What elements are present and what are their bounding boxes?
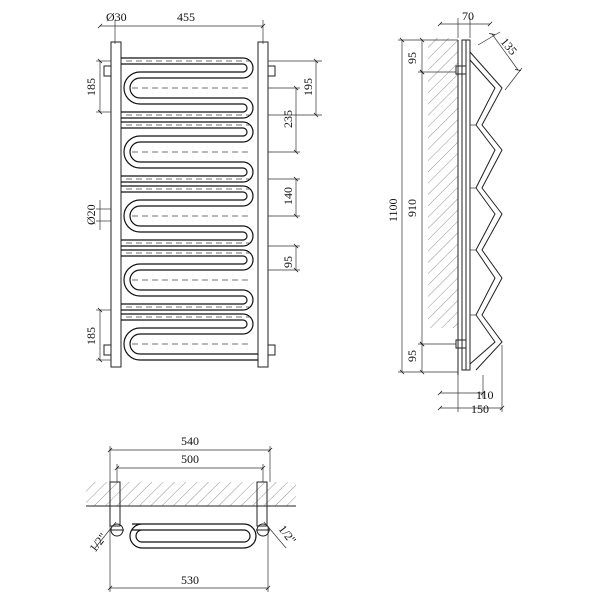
serpentine-tube	[121, 57, 258, 361]
bottom-view: 540 500 530 1/2" 1/2"	[86, 434, 299, 592]
dim-right-spacing-c: 140	[281, 187, 295, 205]
dim-side-diameter: Ø20	[84, 204, 98, 225]
dim-overall-height: 1100	[386, 198, 400, 222]
dim-right-spacing-b: 235	[281, 110, 295, 128]
dim-top-width: 455	[177, 10, 195, 24]
connectors	[103, 65, 276, 356]
zigzag-profile	[469, 51, 503, 371]
dim-top-offset: 95	[405, 52, 419, 64]
dim-center-width: 500	[181, 452, 199, 466]
center-lines	[126, 60, 250, 345]
dim-top-depth: 70	[462, 9, 474, 23]
side-view: 70 135 1100 95 910 95 110 150	[386, 9, 523, 416]
dim-left-bottom-spacing: 185	[84, 327, 98, 345]
dim-bottom-depth-a: 110	[476, 388, 494, 402]
dim-bottom-width: 530	[181, 573, 199, 587]
dim-right-spacing-a: 195	[301, 78, 315, 96]
right-post	[257, 41, 269, 368]
dim-right-spacing-d: 95	[281, 256, 295, 268]
dim-angle: 135	[498, 35, 520, 58]
right-thread-label: 1/2"	[276, 522, 300, 547]
dim-overall-width: 540	[181, 434, 199, 448]
dim-top-diameter: Ø30	[106, 10, 127, 24]
floor-hatch	[86, 482, 296, 506]
wall-hatch	[428, 38, 458, 328]
dim-center-height: 910	[405, 199, 419, 217]
dim-bottom-offset: 95	[405, 350, 419, 362]
left-post	[110, 41, 122, 368]
dim-bottom-depth-b: 150	[471, 402, 489, 416]
front-view: Ø30 455 185 Ø20 185 195 235 140 95	[84, 10, 322, 368]
bottom-tube	[129, 523, 257, 549]
dim-left-top-spacing: 185	[84, 78, 98, 96]
